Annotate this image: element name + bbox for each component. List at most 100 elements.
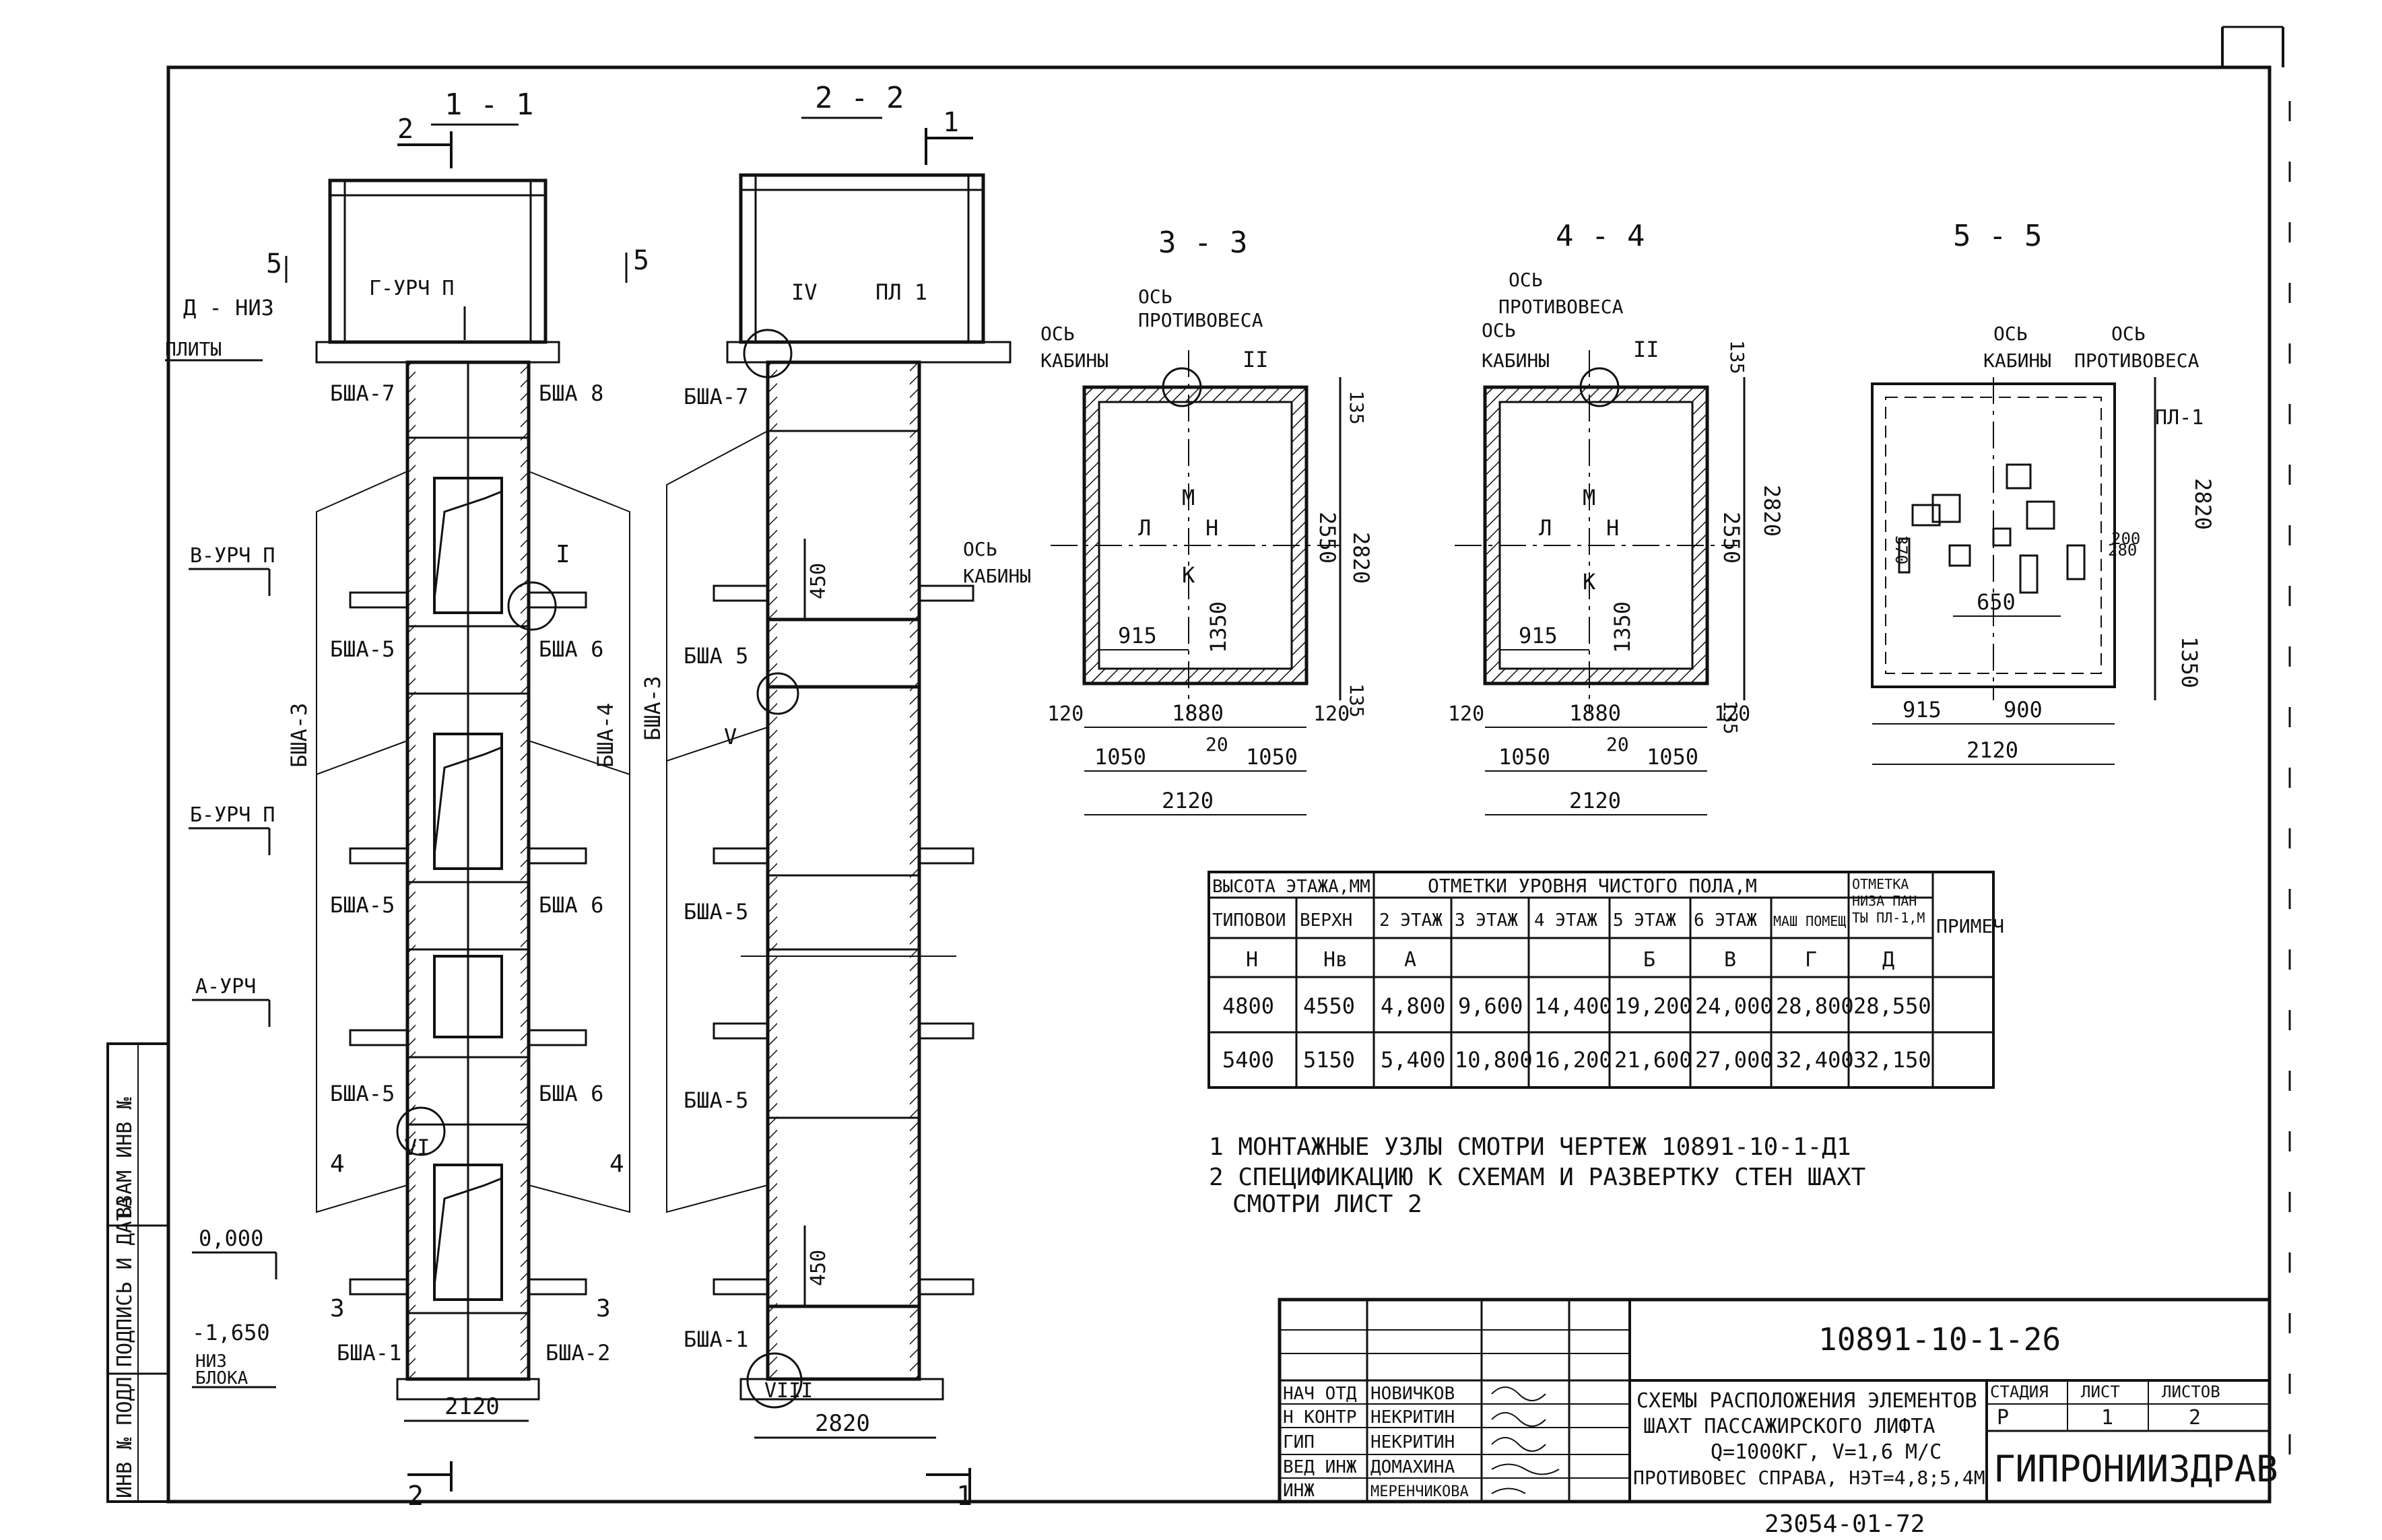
svg-text:5: 5	[633, 245, 649, 276]
svg-text:ДОМАХИНА: ДОМАХИНА	[1370, 1457, 1455, 1477]
svg-text:1350: 1350	[1610, 601, 1635, 653]
svg-text:ОСЬ: ОСЬ	[1138, 286, 1172, 308]
section-3-3: 3 - 3 ОСЬ ПРОТИВОВЕСА ОСЬ КАБИНЫ II M Л …	[963, 226, 1374, 815]
section-title-2-2: 2 - 2	[815, 81, 904, 115]
svg-text:16,200: 16,200	[1534, 1047, 1612, 1073]
svg-text:32,400: 32,400	[1776, 1047, 1854, 1073]
signature	[1491, 1487, 1526, 1494]
svg-text:ПЛ 1: ПЛ 1	[875, 279, 927, 305]
svg-text:1880: 1880	[1569, 700, 1621, 726]
svg-text:19,200: 19,200	[1614, 993, 1692, 1019]
svg-text:-1,650: -1,650	[192, 1320, 270, 1345]
svg-text:200: 200	[2111, 529, 2140, 548]
svg-text:135: 135	[1346, 683, 1368, 718]
svg-text:КАБИНЫ: КАБИНЫ	[1983, 349, 2051, 372]
svg-text:135: 135	[1726, 340, 1748, 374]
svg-text:БША-5: БША-5	[330, 1081, 395, 1106]
svg-text:ПРОТИВОВЕСА: ПРОТИВОВЕСА	[2074, 349, 2199, 372]
svg-text:МАШ ПОМЕЩ: МАШ ПОМЕЩ	[1773, 913, 1846, 929]
svg-text:СТАДИЯ: СТАДИЯ	[1990, 1382, 2049, 1401]
svg-text:32,150: 32,150	[1853, 1047, 1931, 1073]
svg-text:9,600: 9,600	[1458, 993, 1523, 1019]
left-stamp: ИНВ № ПОДЛ ПОДПИСЬ И ДАТА ВЗАМ ИНВ №	[106, 1042, 170, 1503]
svg-text:IV: IV	[791, 279, 818, 305]
svg-text:Г: Г	[1805, 948, 1817, 972]
title-block: 10891-10-1-26 НАЧ ОТД Н КОНТР ГИП ВЕД ИН…	[1278, 1298, 2278, 1538]
svg-text:ГИП: ГИП	[1283, 1432, 1315, 1452]
label-bsha2: БША-2	[545, 1340, 610, 1366]
svg-text:НИЗА ПАН: НИЗА ПАН	[1852, 893, 1917, 909]
svg-text:2120: 2120	[1966, 737, 2018, 763]
cut-mark-2: 2	[397, 114, 413, 145]
svg-text:А-УРЧ: А-УРЧ	[195, 975, 256, 999]
svg-text:ВЕРХН: ВЕРХН	[1300, 910, 1352, 931]
svg-text:10,800: 10,800	[1455, 1047, 1533, 1073]
svg-text:ОСЬ: ОСЬ	[1040, 323, 1075, 345]
svg-text:БША 6: БША 6	[539, 892, 603, 918]
svg-text:ВЕД ИНЖ: ВЕД ИНЖ	[1283, 1457, 1357, 1477]
section-2-2: 2 - 2 1 IV ПЛ 1	[640, 81, 1012, 1512]
svg-text:1350: 1350	[1205, 601, 1231, 653]
table-row: 4800 4550 4,800 9,600 14,400 19,200 24,0…	[1222, 993, 1931, 1019]
svg-text:БША-3: БША-3	[286, 703, 312, 768]
svg-text:1050: 1050	[1246, 744, 1298, 770]
svg-text:НАЧ ОТД: НАЧ ОТД	[1283, 1384, 1357, 1404]
svg-text:НИЗ: НИЗ	[195, 1351, 227, 1372]
svg-text:ПРОТИВОВЕСА: ПРОТИВОВЕСА	[1138, 309, 1263, 331]
svg-text:20: 20	[1606, 733, 1629, 756]
svg-text:1: 1	[2101, 1406, 2113, 1430]
svg-text:Н: Н	[1205, 515, 1218, 541]
dim-2820-s2: 2820	[815, 1410, 870, 1437]
svg-text:VI: VI	[404, 1135, 430, 1160]
svg-text:Б-УРЧ П: Б-УРЧ П	[190, 803, 275, 827]
svg-text:2820: 2820	[1759, 485, 1785, 537]
svg-text:БША-5: БША-5	[330, 892, 395, 918]
svg-text:ОСЬ: ОСЬ	[2111, 323, 2146, 345]
svg-text:БША-7: БША-7	[684, 384, 748, 409]
svg-text:27,000: 27,000	[1695, 1047, 1773, 1073]
svg-text:ОТМЕТКА: ОТМЕТКА	[1852, 876, 1909, 892]
svg-text:V: V	[724, 724, 737, 749]
svg-text:ОСЬ: ОСЬ	[1482, 319, 1516, 341]
label-bsha7: БША-7	[330, 380, 395, 406]
section-title-3-3: 3 - 3	[1158, 226, 1247, 260]
svg-text:К: К	[1583, 569, 1596, 595]
svg-text:А: А	[1404, 948, 1416, 972]
svg-text:ОСЬ: ОСЬ	[1993, 323, 2028, 345]
svg-text:Н: Н	[1246, 948, 1258, 972]
svg-text:НЕКРИТИН: НЕКРИТИН	[1370, 1407, 1455, 1428]
svg-text:ТЫ ПЛ-1,М: ТЫ ПЛ-1,М	[1852, 910, 1925, 926]
svg-text:5,400: 5,400	[1381, 1047, 1445, 1073]
svg-text:4 ЭТАЖ: 4 ЭТАЖ	[1534, 910, 1597, 931]
svg-text:Г-УРЧ П: Г-УРЧ П	[369, 277, 454, 300]
svg-text:135: 135	[1346, 391, 1368, 425]
svg-text:370: 370	[1892, 535, 1911, 564]
svg-text:2550: 2550	[1315, 512, 1340, 564]
svg-text:ЛИСТ: ЛИСТ	[2081, 1382, 2120, 1401]
svg-text:ИНЖ: ИНЖ	[1283, 1481, 1315, 1501]
svg-text:3: 3	[596, 1295, 611, 1323]
stamp-sign: ПОДПИСЬ И ДАТА	[113, 1197, 137, 1367]
dim-2120-s1: 2120	[444, 1393, 500, 1420]
svg-text:915: 915	[1519, 623, 1558, 648]
svg-text:120: 120	[1047, 702, 1084, 726]
svg-text:120: 120	[1714, 702, 1750, 726]
signature	[1491, 1412, 1546, 1427]
svg-text:120: 120	[1448, 702, 1484, 726]
svg-text:БША-3: БША-3	[640, 676, 665, 741]
svg-text:28,800: 28,800	[1776, 993, 1854, 1019]
svg-text:2550: 2550	[1719, 512, 1744, 564]
signature	[1491, 1437, 1546, 1452]
svg-text:2120: 2120	[1569, 788, 1621, 813]
svg-text:Р: Р	[1997, 1406, 2009, 1430]
svg-text:К: К	[1182, 562, 1195, 588]
svg-text:Н КОНТР: Н КОНТР	[1283, 1407, 1357, 1428]
svg-text:6 ЭТАЖ: 6 ЭТАЖ	[1694, 910, 1757, 931]
svg-text:1: 1	[943, 107, 959, 138]
note-2: 2 СПЕЦИФИКАЦИЮ К СХЕМАМ И РАЗВЕРТКУ СТЕН…	[1209, 1164, 1865, 1191]
svg-text:I: I	[556, 541, 570, 568]
svg-text:II: II	[1243, 347, 1269, 372]
svg-text:КАБИНЫ: КАБИНЫ	[1482, 349, 1550, 372]
level-plity: ПЛИТЫ	[165, 338, 222, 360]
